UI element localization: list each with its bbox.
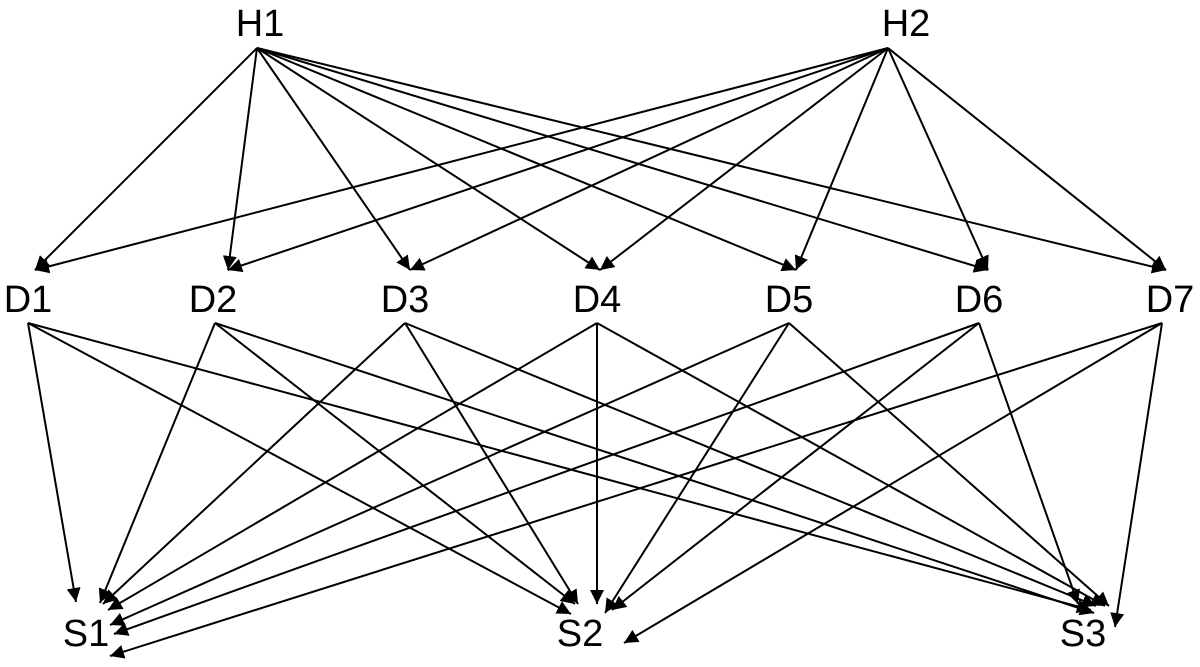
edge-d3-to-s2 — [404, 322, 579, 605]
edge-h2-to-d3 — [409, 47, 889, 271]
edge-d5-to-s2 — [604, 322, 790, 614]
edge-d6-to-s2 — [611, 322, 980, 611]
edge-d2-to-s1 — [98, 322, 216, 604]
edges-layer — [27, 47, 1167, 659]
edge-d4-to-s1 — [107, 322, 598, 611]
node-label-d6: D6 — [955, 279, 1004, 321]
edge-d7-to-s2 — [623, 322, 1163, 644]
edge-d2-to-s3 — [214, 322, 1095, 616]
edge-d5-to-s3 — [788, 322, 1110, 607]
edge-h2-to-d5 — [794, 47, 889, 271]
edge-h2-to-d6 — [887, 47, 989, 271]
node-label-h2: H2 — [882, 3, 931, 45]
edge-d2-to-s2 — [214, 322, 576, 605]
node-label-d4: D4 — [573, 279, 622, 321]
node-label-s2: S2 — [557, 613, 603, 655]
node-label-d3: D3 — [381, 279, 430, 321]
edge-d3-to-s1 — [102, 322, 406, 605]
node-label-s3: S3 — [1060, 613, 1106, 655]
edge-h2-to-d4 — [599, 47, 889, 271]
edge-d7-to-s3 — [1110, 322, 1163, 628]
edge-h1-to-d6 — [256, 47, 989, 273]
edge-d1-to-s1 — [27, 322, 81, 603]
node-label-d1: D1 — [4, 279, 53, 321]
node-label-d5: D5 — [765, 279, 814, 321]
edge-d6-to-s1 — [113, 322, 980, 636]
edge-h1-to-d5 — [256, 47, 797, 272]
edge-d7-to-s1 — [109, 322, 1163, 659]
node-label-d2: D2 — [189, 279, 238, 321]
edge-d6-to-s3 — [978, 322, 1080, 605]
edge-d1-to-s2 — [27, 322, 572, 615]
edge-d3-to-s3 — [404, 322, 1097, 608]
edge-h2-to-d1 — [34, 47, 889, 274]
edge-h1-to-d7 — [256, 47, 1167, 274]
node-label-h1: H1 — [236, 3, 285, 45]
edge-h2-to-d2 — [227, 47, 889, 273]
node-label-s1: S1 — [63, 613, 109, 655]
edge-h2-to-d7 — [887, 47, 1167, 271]
edge-d5-to-s1 — [109, 322, 790, 626]
edge-h1-to-d4 — [256, 47, 601, 271]
edge-d1-to-s3 — [27, 322, 1092, 614]
edge-h1-to-d2 — [222, 47, 258, 271]
node-label-d7: D7 — [1146, 279, 1195, 321]
edge-h1-to-d1 — [34, 47, 258, 271]
edge-h1-to-d3 — [256, 47, 411, 271]
